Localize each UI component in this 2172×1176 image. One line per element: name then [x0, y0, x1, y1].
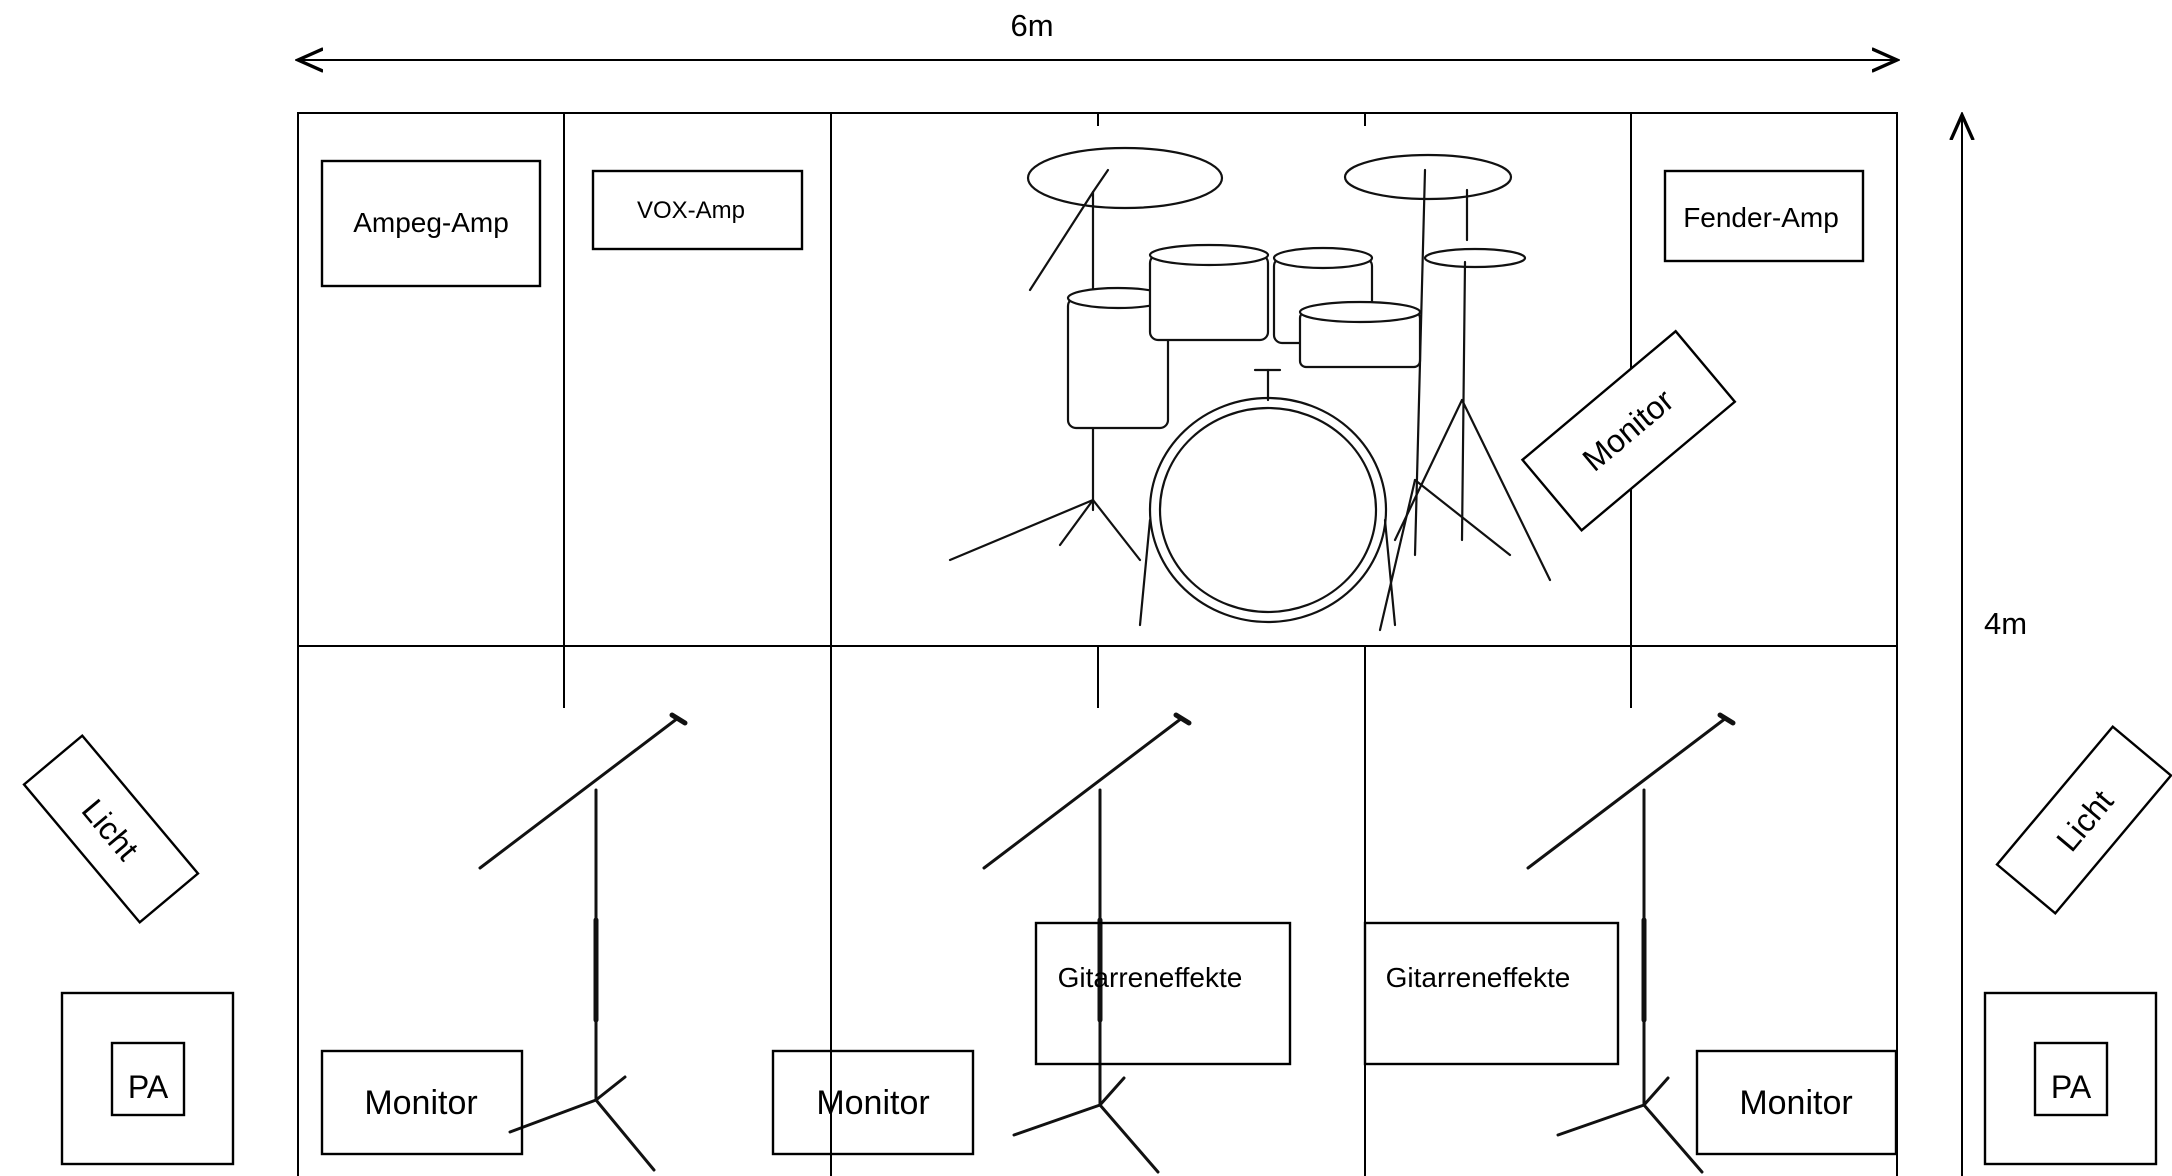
pa-right-label: PA: [2051, 1069, 2092, 1105]
guitar-effects-right-label: Gitarreneffekte: [1386, 962, 1571, 993]
guitar-effects-center: Gitarreneffekte: [1034, 921, 1292, 1066]
guitar-effects-center-label: Gitarreneffekte: [1058, 962, 1243, 993]
drum-monitor: Monitor: [1520, 329, 1737, 532]
front-monitor-left-label: Monitor: [364, 1084, 477, 1122]
guitar-effects-right: Gitarreneffekte: [1363, 921, 1620, 1066]
front-monitor-right: Monitor: [1695, 1049, 1898, 1156]
pa-left-label: PA: [128, 1069, 169, 1105]
mic-stand-right: [1526, 712, 1736, 1174]
pa-right: PA: [1983, 991, 2158, 1166]
depth-label: 4m: [1984, 606, 2027, 641]
fender-amp: Fender-Amp: [1663, 169, 1865, 263]
vox-amp-label: VOX-Amp: [637, 197, 745, 224]
ampeg-amp: Ampeg-Amp: [320, 159, 542, 288]
light-right: Licht: [1995, 724, 2172, 916]
front-monitor-right-label: Monitor: [1739, 1084, 1852, 1122]
light-left: Licht: [22, 733, 200, 925]
front-monitor-center-label: Monitor: [816, 1084, 929, 1122]
front-monitor-center: Monitor: [771, 1049, 975, 1156]
ampeg-amp-label: Ampeg-Amp: [353, 207, 509, 238]
vox-amp: VOX-Amp: [591, 169, 804, 251]
front-monitor-left: Monitor: [320, 1049, 524, 1156]
width-label: 6m: [1010, 8, 1053, 43]
drum-kit: [948, 146, 1552, 632]
mic-stand-left: [478, 712, 688, 1172]
pa-left: PA: [60, 991, 235, 1166]
fender-amp-label: Fender-Amp: [1683, 202, 1839, 233]
width-dimension: 6m: [298, 8, 1897, 60]
depth-dimension: 4m: [1962, 115, 2027, 1176]
stage-grid: [297, 112, 1898, 1176]
mic-stand-center: [982, 712, 1192, 1174]
